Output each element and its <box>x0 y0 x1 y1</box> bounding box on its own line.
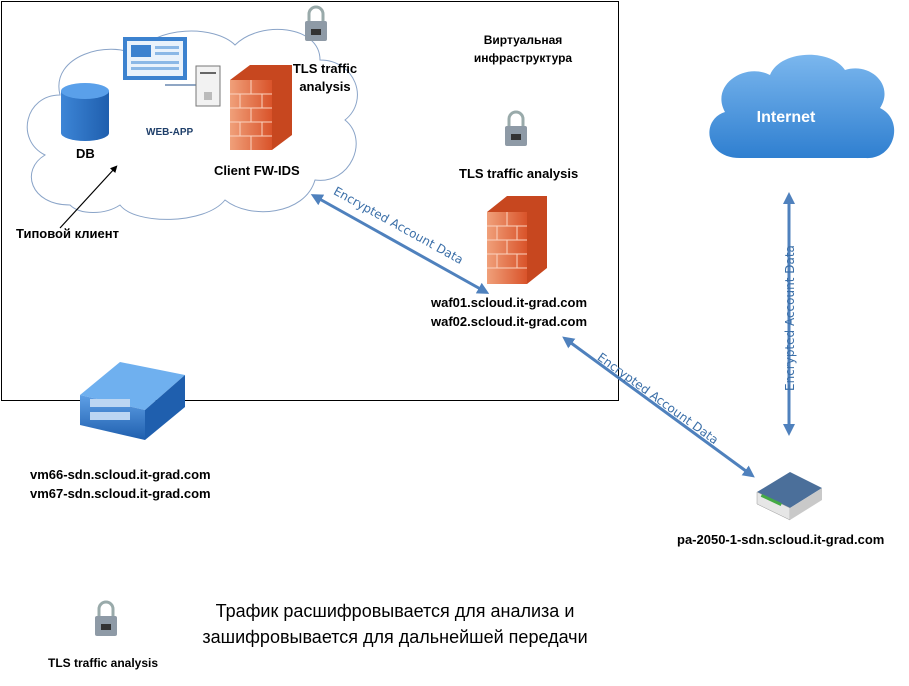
waf-label-1: waf01.scloud.it-grad.com <box>431 295 588 310</box>
internet-label: Internet <box>757 109 816 126</box>
web-app-label: WEB-APP <box>146 127 194 138</box>
legend-caption: Трафик расшифровывается для анализа и за… <box>202 601 588 647</box>
edge-client-db <box>59 165 118 229</box>
router-icon <box>756 472 822 521</box>
tls-top-label: TLS traffic analysis <box>292 61 358 94</box>
web-app-icon <box>123 37 221 107</box>
edge-waf-pa <box>562 336 755 478</box>
pa-label: pa-2050-1-sdn.scloud.it-grad.com <box>677 532 885 547</box>
legend-tls-label: TLS traffic analysis <box>48 656 159 670</box>
infrastructure-box <box>1 1 619 401</box>
padlock-icon <box>305 5 327 41</box>
vm-label-2: vm67-sdn.scloud.it-grad.com <box>30 486 211 501</box>
db-label: DB <box>76 146 95 161</box>
firewall-icon <box>230 65 292 150</box>
tls-mid-label: TLS traffic analysis <box>459 166 579 181</box>
infra-box-title: Виртуальная инфраструктура <box>473 33 573 65</box>
edge-fw-waf <box>310 194 490 294</box>
server-icon <box>80 362 185 440</box>
client-fw-label: Client FW-IDS <box>214 163 300 178</box>
typical-client-label: Типовой клиент <box>16 226 119 241</box>
waf-label-2: waf02.scloud.it-grad.com <box>431 314 588 329</box>
cloud-icon <box>709 54 895 159</box>
padlock-icon <box>95 600 117 636</box>
vm-label-1: vm66-sdn.scloud.it-grad.com <box>30 467 211 482</box>
database-icon <box>61 83 109 141</box>
padlock-icon <box>505 110 527 146</box>
firewall-icon <box>487 196 547 284</box>
client-cloud-outline <box>26 28 358 220</box>
edge-label-pa-internet: Encrypted Account Data <box>783 245 797 391</box>
